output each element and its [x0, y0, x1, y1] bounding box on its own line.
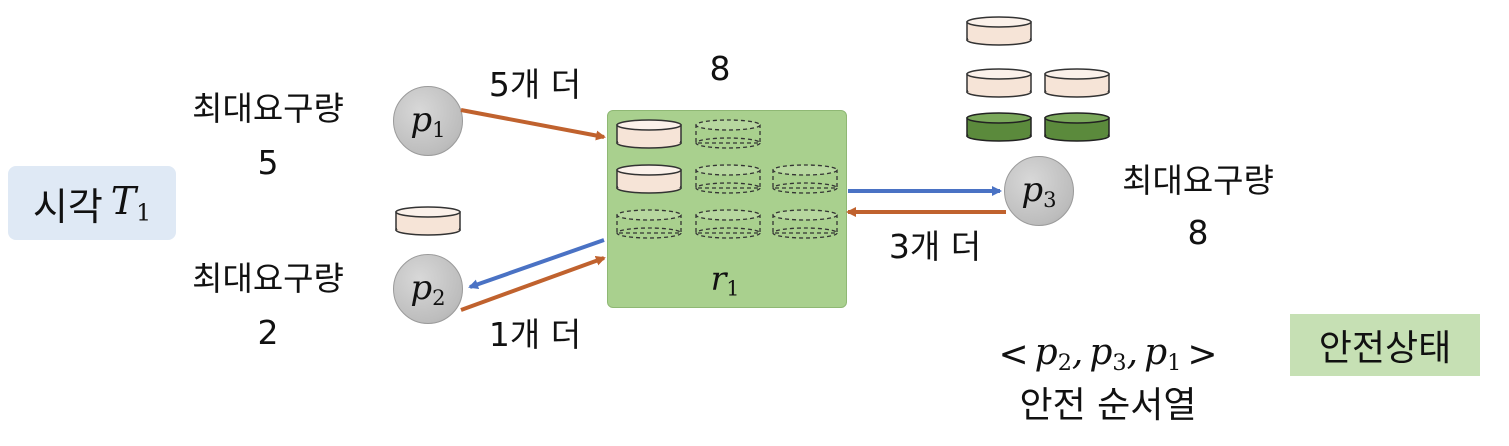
seq-item-letter: p [1034, 332, 1058, 373]
resource-unit [695, 209, 761, 239]
seq-item-sub: 1 [1167, 350, 1182, 377]
p3-sub: 3 [1043, 186, 1057, 212]
seq-item: p1 [1144, 332, 1181, 376]
p2-max-label: 최대요구량 [192, 259, 344, 298]
seq-item-sub: 2 [1057, 350, 1072, 377]
p2-request-arrow [460, 256, 606, 312]
seq-item: p2, [1035, 332, 1084, 376]
resource-unit [772, 164, 838, 194]
time-variable: T1 [111, 179, 151, 227]
p2-request-label: 1개 더 [488, 315, 582, 354]
resource-unit [616, 119, 682, 149]
p1-max-label: 최대요구량 [192, 89, 344, 128]
p2-symbol: p2 [410, 268, 445, 310]
seq-sep: , [1126, 332, 1139, 373]
p2-sub: 2 [432, 284, 446, 310]
r1-letter: r [710, 259, 727, 298]
p1-max-value: 5 [257, 143, 279, 182]
p3-held-unit [1044, 112, 1110, 142]
process-p3-node: p3 [1004, 156, 1074, 226]
p1-sub: 1 [432, 116, 446, 142]
r1-sub: 1 [726, 276, 740, 301]
p3-held-unit [966, 68, 1032, 98]
p1-letter: p [410, 100, 433, 141]
p3-request-label: 3개 더 [888, 227, 982, 266]
safe-sequence: < p2, p3, p1 > [958, 332, 1258, 376]
time-prefix: 시각 [32, 184, 103, 229]
p2-max-value: 2 [257, 313, 279, 352]
p1-request-label: 5개 더 [488, 65, 582, 104]
p3-max-value: 8 [1187, 213, 1209, 252]
seq-sep: , [1071, 332, 1084, 373]
p2-letter: p [410, 268, 433, 309]
p3-letter: p [1021, 170, 1044, 211]
process-p2-node: p2 [393, 254, 463, 324]
p2-held-unit [395, 206, 461, 236]
resource-unit [695, 164, 761, 194]
seq-open: < [998, 333, 1029, 375]
p2-allocation-arrow [468, 238, 605, 290]
time-var-sub: 1 [136, 198, 152, 227]
seq-item-letter: p [1089, 332, 1113, 373]
p3-held-unit [966, 112, 1032, 142]
resource-unit [616, 164, 682, 194]
resource-unit [772, 209, 838, 239]
resource-unit [616, 209, 682, 239]
p1-request-arrow [460, 108, 606, 141]
p1-symbol: p1 [410, 100, 445, 142]
p3-symbol: p3 [1021, 170, 1056, 212]
seq-item: p3, [1089, 332, 1138, 376]
seq-item-letter: p [1144, 332, 1168, 373]
p3-held-unit [966, 16, 1032, 46]
process-p1-node: p1 [393, 86, 463, 156]
time-var-letter: T [110, 179, 137, 224]
p3-max-label: 최대요구량 [1122, 161, 1274, 200]
seq-close: > [1187, 333, 1218, 375]
resource-r1-label: r1 [690, 262, 760, 299]
resource-total: 8 [709, 49, 731, 88]
p3-held-unit [1044, 68, 1110, 98]
time-label: 시각 T1 [8, 166, 176, 240]
seq-item-sub: 3 [1112, 350, 1127, 377]
safe-sequence-caption: 안전 순서열 [1019, 385, 1197, 426]
safe-state-badge: 안전상태 [1290, 314, 1480, 376]
resource-unit [695, 119, 761, 149]
